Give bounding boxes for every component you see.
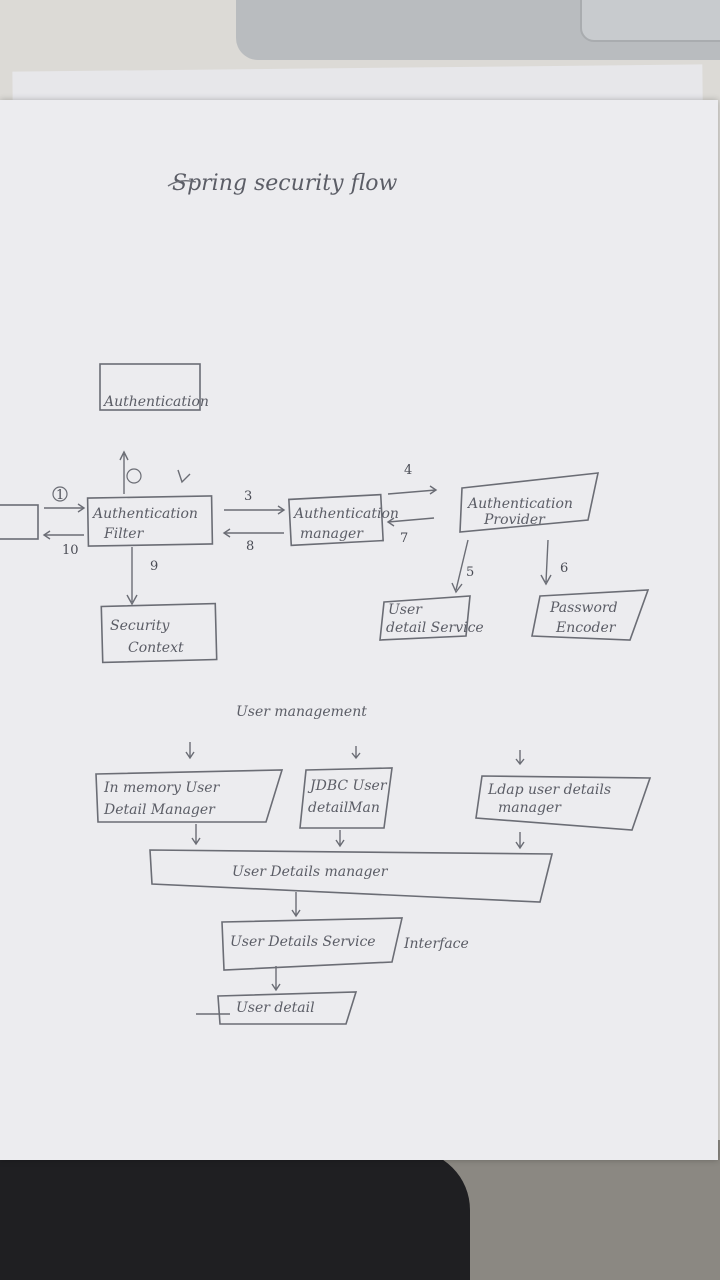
auth-filter-label-1: Authentication: [91, 506, 198, 522]
diagram-title: Spring security flow: [172, 171, 397, 196]
password-encoder-box: [531, 589, 650, 641]
security-context-box: [100, 602, 218, 664]
password-encoder-label-1: Password: [549, 600, 618, 616]
in-memory-label-2: Detail Manager: [103, 802, 216, 818]
step-1-circle: [52, 486, 68, 502]
check-mark-stroke: [177, 469, 191, 484]
auth-manager-label-2: manager: [300, 526, 364, 542]
arrowhead-step-8: [222, 528, 231, 538]
step-8-label: 8: [246, 539, 254, 554]
auth-manager-label-1: Authentication: [292, 506, 399, 522]
arrowhead-step-7: [386, 517, 395, 527]
user-details-manager-label: User Details manager: [232, 864, 389, 880]
arrow-down-in-memory: [185, 742, 195, 760]
arrow-ldap-to-manager: [515, 832, 525, 850]
user-detail-service-label-2: detail Service: [386, 620, 484, 636]
authentication-heading-box: [99, 363, 201, 411]
arrowhead-up: [119, 450, 129, 461]
security-context-label-2: Context: [128, 640, 184, 656]
step-5-label: 5: [466, 565, 474, 580]
arrow-down-ldap: [515, 750, 525, 766]
user-details-service-box: [221, 917, 404, 971]
in-memory-label-1: In memory User: [103, 780, 221, 796]
jdbc-label-1: JDBC User: [307, 778, 388, 794]
in-memory-user-detail-manager-box: [95, 769, 284, 823]
arrowhead-step-9: [126, 594, 138, 606]
arrow-in-memory-to-manager: [191, 824, 201, 846]
jdbc-label-2: detailMan: [308, 800, 380, 816]
arrow-jdbc-to-manager: [335, 830, 345, 848]
user-details-service-label: User Details Service: [230, 934, 376, 950]
step-7-label: 7: [400, 531, 408, 546]
step-3-label: 3: [244, 489, 252, 504]
authentication-manager-box: [288, 493, 384, 547]
arrow-step-4: [387, 489, 437, 495]
arrow-down-jdbc: [351, 746, 361, 760]
authentication-provider-box: [459, 472, 600, 533]
step-9-label: 9: [150, 559, 158, 574]
auth-filter-label-2: Filter: [103, 526, 145, 542]
ldap-label-2: manager: [498, 800, 562, 816]
step-10-label: 10: [62, 543, 79, 558]
arrow-step-5: [455, 539, 469, 591]
paper-sheet: [0, 100, 718, 1160]
laptop-touchpad-edge: [580, 0, 720, 42]
jdbc-user-detail-manager-box: [299, 767, 393, 829]
password-encoder-label-2: Encoder: [555, 620, 617, 636]
arrowhead-step-5: [451, 582, 463, 594]
ldap-label-1: Ldap user details: [487, 782, 611, 798]
interface-label: Interface: [403, 936, 469, 952]
authentication-filter-box: [86, 495, 214, 547]
step-circle-near-filter: [126, 468, 142, 484]
arrowhead-step-4: [429, 485, 438, 495]
security-context-label-1: Security: [110, 618, 171, 634]
arrow-step-6: [545, 539, 549, 583]
arrowhead-step-1: [77, 503, 86, 513]
user-detail-service-label-1: User: [388, 602, 423, 618]
auth-provider-label-2: Provider: [483, 512, 546, 528]
user-management-heading: User management: [236, 704, 367, 720]
arrow-service-to-user-detail: [271, 966, 281, 992]
arrowhead-step-6: [540, 574, 552, 586]
step-1-label: 1: [56, 488, 64, 503]
user-details-manager-box: [149, 849, 554, 903]
title-underline-stroke: [167, 179, 197, 187]
arrowhead-step-10: [42, 530, 51, 540]
step-6-label: 6: [560, 561, 568, 576]
arrow-manager-to-service: [291, 892, 301, 918]
dark-fabric: [0, 1150, 470, 1280]
client-box: [0, 504, 39, 540]
arrow-step-7: [387, 517, 435, 523]
authentication-heading: Authentication: [102, 394, 209, 410]
user-detail-service-box: [379, 595, 471, 641]
user-detail-label: User detail: [236, 1000, 315, 1016]
arrowhead-step-3: [277, 505, 286, 515]
step-4-label: 4: [404, 463, 412, 478]
auth-provider-label-1: Authentication: [466, 496, 573, 512]
ldap-user-details-manager-box: [475, 775, 652, 831]
